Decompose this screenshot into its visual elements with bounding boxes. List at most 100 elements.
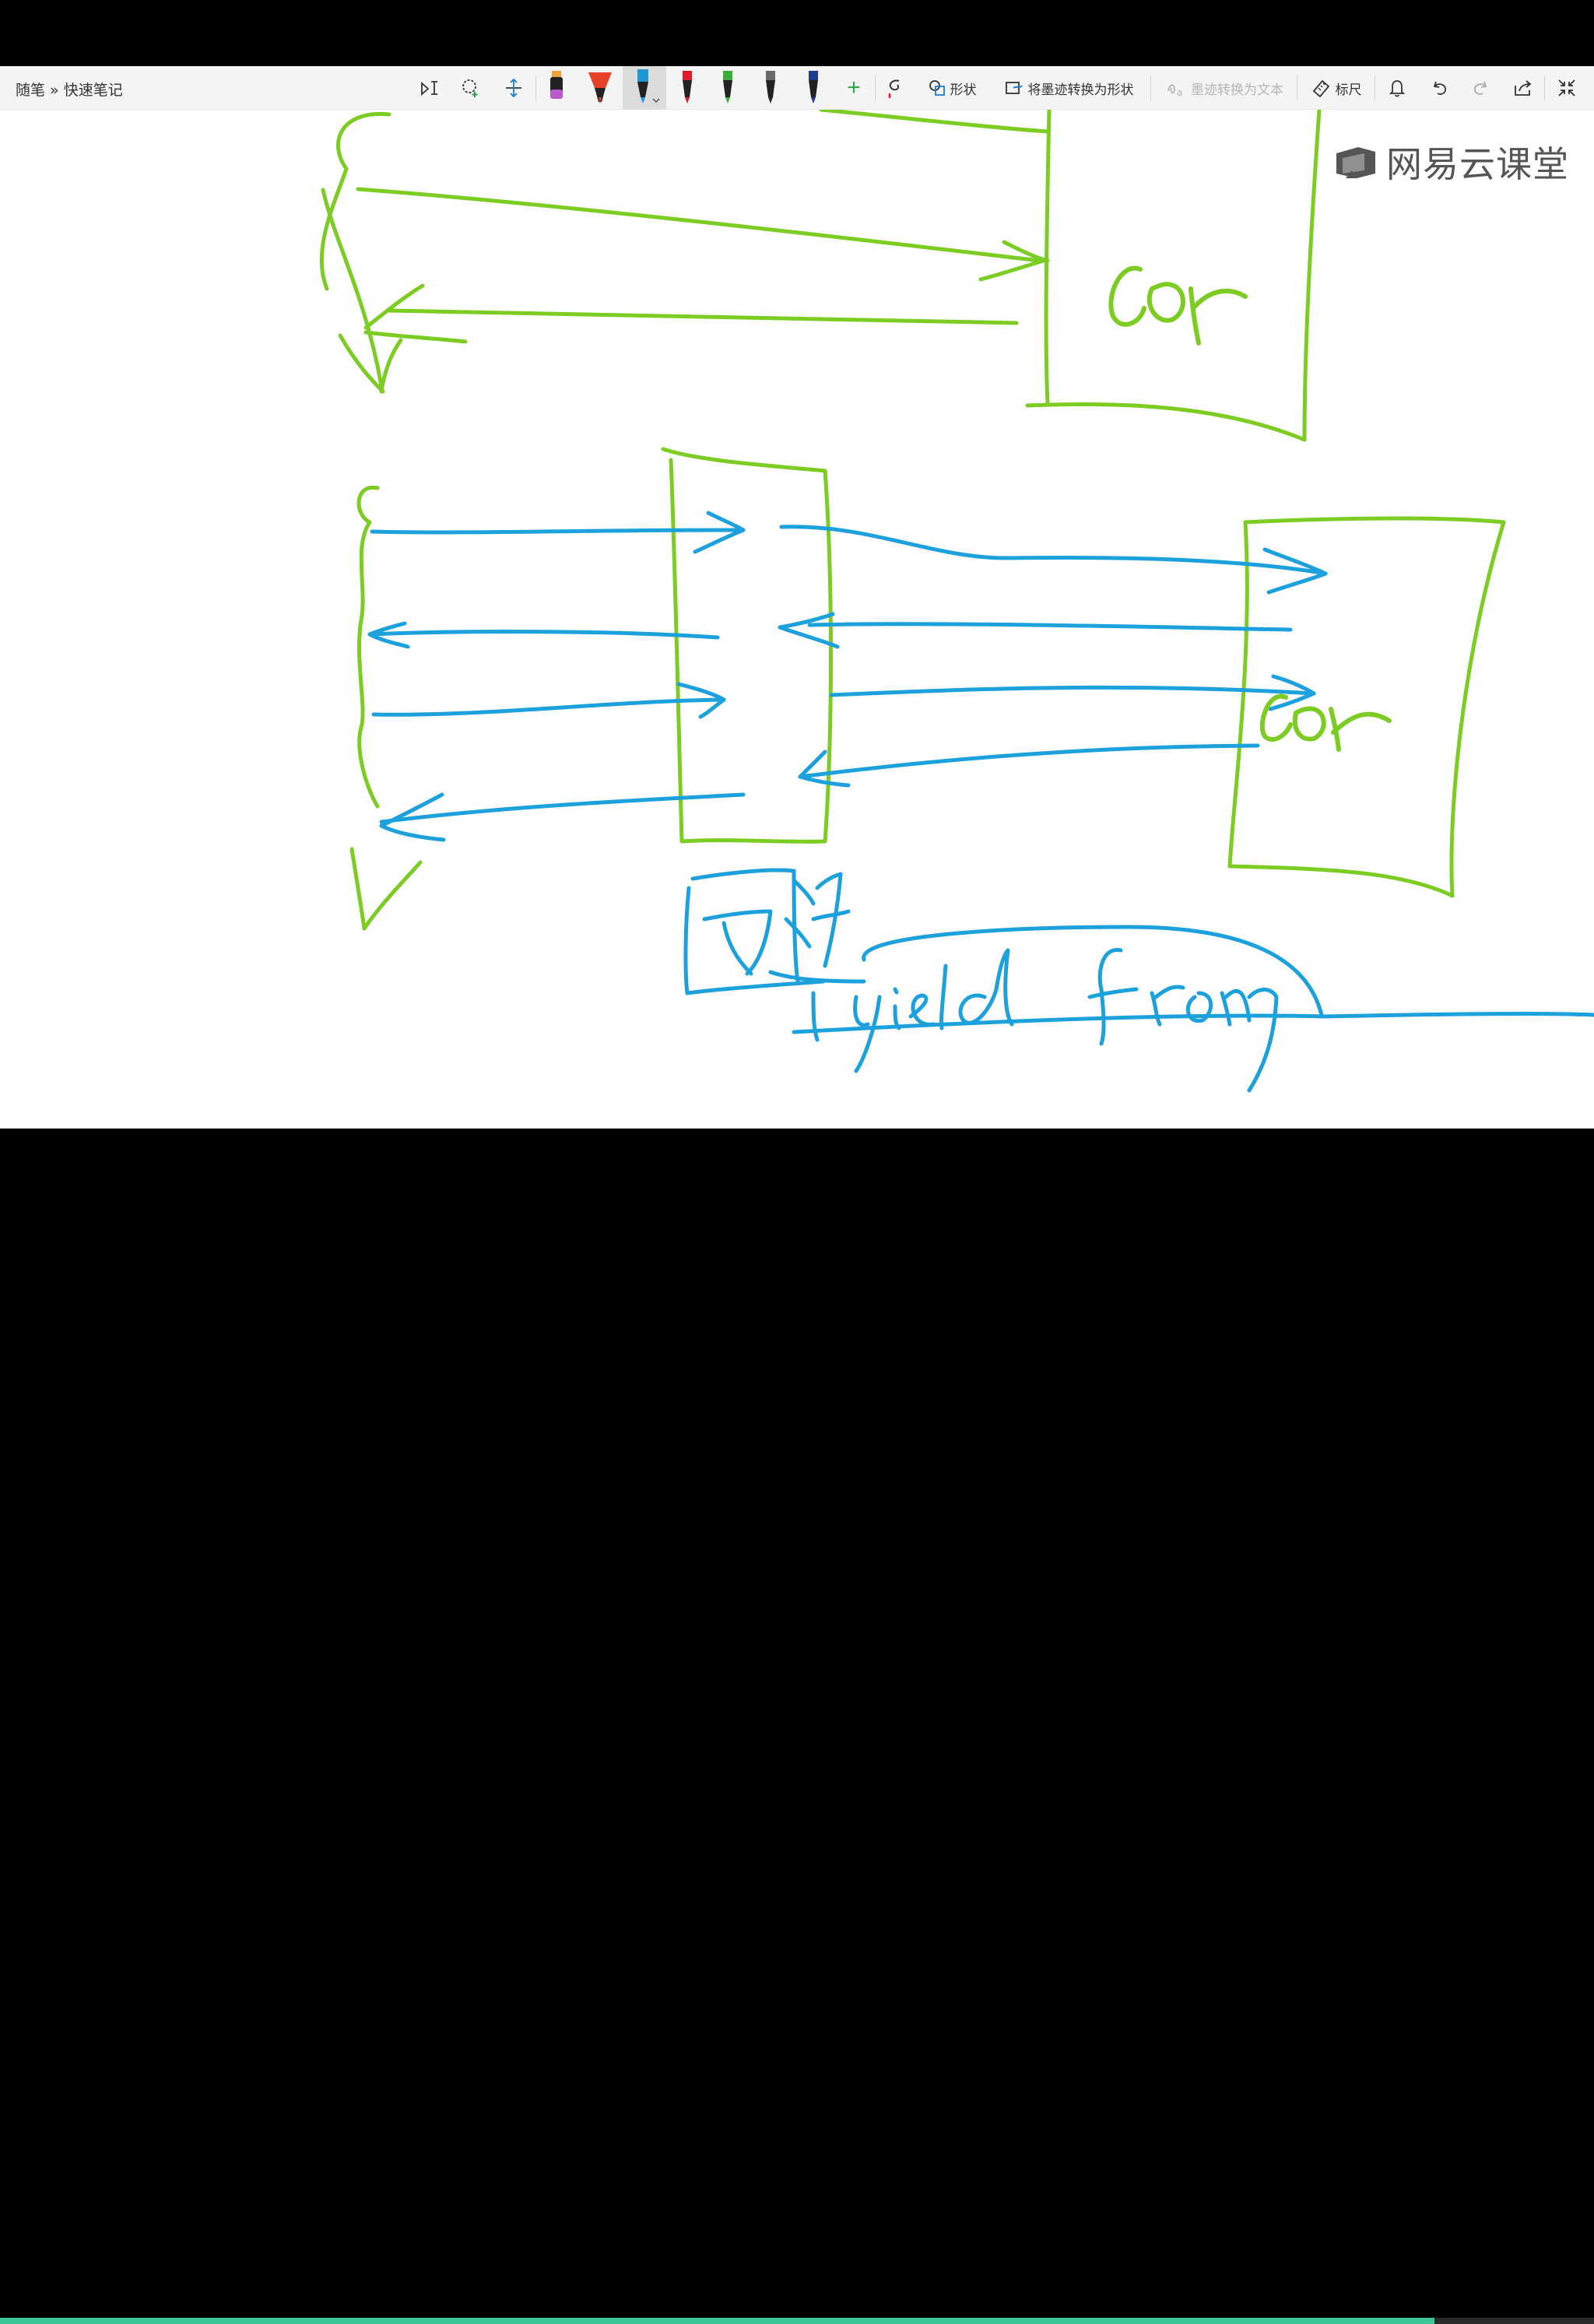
ink-stroke (706, 511, 746, 532)
ink-stroke (356, 486, 380, 809)
ink-stroke (693, 528, 746, 554)
ink-stroke (702, 909, 773, 976)
lasso-button[interactable] (458, 66, 484, 110)
redo-icon (1474, 81, 1487, 95)
ink-stroke (829, 685, 1316, 697)
ink-stroke (778, 625, 840, 649)
ink-stroke (908, 993, 936, 1027)
ink-toolbar: 随笔 » 快速笔记 (0, 66, 1594, 110)
pen-black[interactable] (757, 66, 784, 110)
ink-stroke (669, 458, 684, 844)
ink-stroke (1185, 991, 1213, 1023)
marker-icon (588, 72, 612, 104)
ink-stroke (1108, 265, 1146, 327)
ink-to-shape-button[interactable]: 将墨迹转换为形状 (998, 66, 1139, 110)
ink-stroke (363, 283, 425, 330)
video-progress-bar[interactable] (0, 2318, 1594, 2324)
ink-stroke (798, 743, 1260, 779)
ink-to-math-button[interactable] (881, 66, 909, 110)
ruler-button[interactable]: 标尺 (1306, 66, 1367, 110)
ink-stroke (819, 110, 1050, 134)
ink-stroke (1146, 282, 1185, 323)
exit-fullscreen-button[interactable] (1552, 66, 1582, 110)
ink-drawing[interactable] (0, 110, 1594, 1129)
separator (1150, 75, 1151, 100)
pen-red[interactable] (674, 66, 700, 110)
ink-stroke (698, 697, 726, 719)
add-pen-button[interactable]: + (847, 75, 861, 100)
lasso-select-button[interactable] (416, 66, 442, 110)
separator (1544, 75, 1545, 100)
undo-button[interactable] (1424, 66, 1454, 110)
ink-stroke (1044, 110, 1052, 405)
pen-icon (723, 71, 732, 104)
ink-stroke (853, 995, 882, 1073)
pen-icon (683, 71, 692, 104)
ink-stroke (363, 330, 468, 344)
ink-stroke (1266, 571, 1328, 595)
ink-stroke (893, 987, 901, 1030)
ink-stroke (1227, 520, 1249, 869)
pen-green[interactable] (714, 66, 741, 110)
pen-blue-selected[interactable] (623, 66, 666, 110)
ruler-icon (1312, 79, 1329, 98)
ink-stroke (811, 991, 820, 1042)
ink-stroke (370, 528, 742, 535)
ink-to-shape-label: 将墨迹转换为形状 (1027, 82, 1134, 98)
insert-space-button[interactable] (500, 66, 527, 110)
note-canvas[interactable]: 网易云课堂 (0, 110, 1594, 1129)
ink-stroke (379, 792, 746, 824)
ink-stroke (661, 447, 833, 844)
ink-to-text-button[interactable]: a 墨迹转换为文本 (1160, 66, 1289, 110)
notification-button[interactable] (1382, 66, 1412, 110)
ink-stroke (349, 847, 367, 931)
ink-stroke (1259, 693, 1293, 742)
lasso-icon (462, 79, 478, 97)
ink-stroke (1150, 985, 1185, 1027)
pen-red-marker[interactable] (584, 66, 616, 110)
breadcrumb[interactable]: 随笔 » 快速笔记 (16, 82, 123, 99)
highlighter-icon (550, 71, 563, 99)
pen-navy[interactable] (800, 66, 827, 110)
ink-stroke (1188, 286, 1248, 346)
ink-stroke (371, 697, 726, 717)
ink-stroke (379, 823, 446, 842)
ink-stroke (768, 970, 866, 984)
ink-stroke (798, 774, 851, 788)
pen-purple-highlighter[interactable] (543, 66, 570, 110)
ink-stroke (792, 1012, 1594, 1034)
ink-stroke (367, 632, 410, 649)
bell-icon (1389, 80, 1406, 97)
netease-cloud-classroom-logo-icon (1336, 147, 1375, 178)
ink-stroke (379, 792, 444, 828)
separator (875, 75, 876, 100)
lasso-select-icon (421, 81, 437, 96)
video-letterbox-top (0, 0, 1594, 66)
ink-stroke (958, 948, 1014, 1027)
svg-text:a: a (1177, 87, 1182, 98)
ink-stroke (683, 868, 826, 995)
ink-stroke (862, 925, 1324, 1017)
ink-stroke (356, 187, 1042, 263)
share-icon (1515, 80, 1532, 96)
ink-stroke (811, 872, 851, 968)
ink-stroke (1262, 547, 1328, 576)
ink-stroke (1329, 707, 1392, 752)
ink-stroke (367, 630, 720, 640)
ink-to-text-icon: a (1167, 84, 1182, 98)
share-button[interactable] (1508, 66, 1538, 110)
ink-stroke (1025, 402, 1307, 442)
shapes-button[interactable]: 形状 (925, 66, 979, 110)
ink-stroke (807, 622, 1293, 632)
ink-stroke (387, 308, 1019, 325)
video-progress-fill (0, 2318, 1435, 2324)
redo-button[interactable] (1466, 66, 1496, 110)
shapes-icon (929, 80, 945, 96)
ink-stroke (379, 338, 403, 394)
separator (535, 75, 536, 100)
insert-space-icon (506, 78, 521, 98)
ink-stroke (1220, 988, 1279, 1093)
ink-stroke (1271, 674, 1316, 696)
ink-stroke (778, 612, 835, 630)
watermark-text: 网易云课堂 (1386, 143, 1569, 185)
